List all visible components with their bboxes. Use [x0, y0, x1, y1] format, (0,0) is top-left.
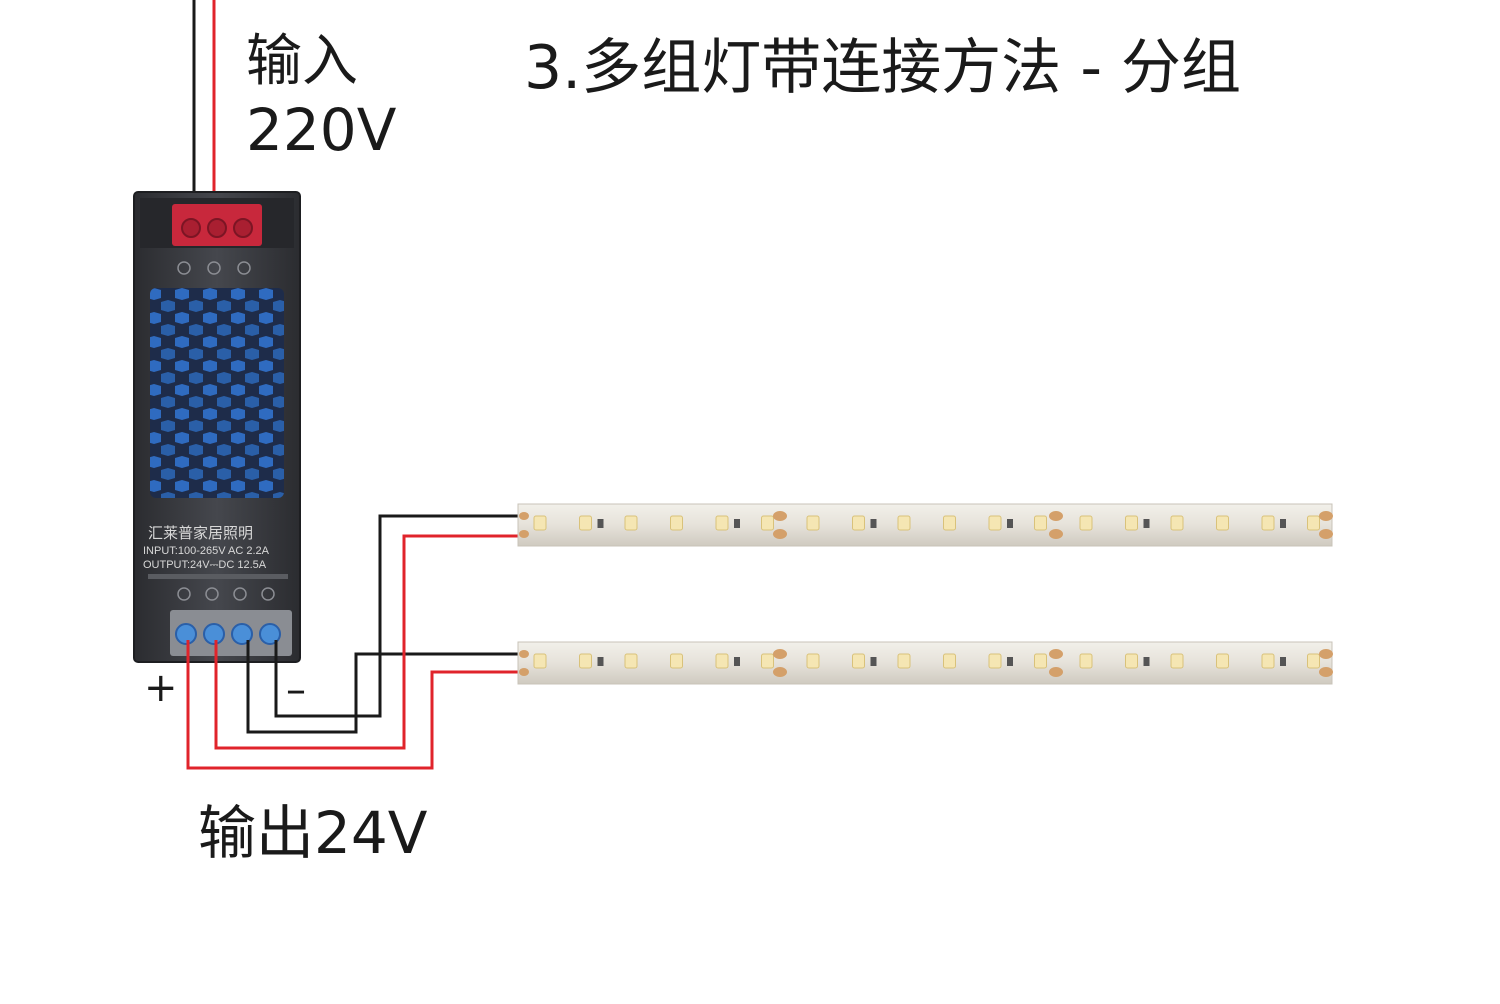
led-chip — [897, 653, 911, 669]
psu-output-spec: OUTPUT:24V⎓DC 12.5A — [143, 559, 267, 571]
diagram-title: 3.多组灯带连接方法 - 分组 — [524, 33, 1242, 103]
solder-pad — [519, 668, 529, 676]
cut-pad — [1049, 667, 1063, 677]
input-terminal-screw — [233, 218, 253, 238]
led-chip — [533, 515, 547, 531]
cut-pad — [773, 649, 787, 659]
resistor — [1007, 657, 1013, 666]
led-chip — [1079, 515, 1093, 531]
led-chip — [988, 515, 1002, 531]
cut-pad — [773, 529, 787, 539]
psu-brand: 汇莱普家居照明 — [148, 525, 253, 542]
led-chip — [670, 515, 683, 531]
solder-pad — [519, 512, 529, 520]
led-chip — [1125, 653, 1138, 669]
led-chip — [1125, 515, 1138, 531]
input-wires — [192, 0, 216, 222]
resistor — [1280, 519, 1286, 528]
led-chip — [1307, 515, 1320, 531]
led-chip — [761, 515, 774, 531]
led-chip — [806, 653, 820, 669]
negative-wire-strip-1 — [274, 514, 520, 718]
led-chip — [806, 515, 820, 531]
output-terminal-screw — [203, 623, 225, 645]
input-terminal-screw — [181, 218, 201, 238]
led-chip — [1079, 653, 1093, 669]
output-terminal-block — [170, 610, 292, 656]
led-strips — [517, 503, 1333, 685]
positive-wire-strip-1 — [214, 534, 520, 750]
resistor — [734, 657, 740, 666]
led-chip — [624, 653, 638, 669]
resistor — [1007, 519, 1013, 528]
power-supply: 汇莱普家居照明 INPUT:100-265V AC 2.2A OUTPUT:24… — [133, 191, 301, 663]
positive-label: + — [144, 665, 178, 711]
output-terminal-screw — [175, 623, 197, 645]
led-chip — [1216, 653, 1229, 669]
resistor — [870, 519, 877, 528]
output-terminal-screw — [231, 623, 253, 645]
led-chip — [1307, 653, 1320, 669]
negative-wire-strip-2 — [246, 640, 520, 734]
led-chip — [579, 515, 592, 531]
led-chip — [1261, 653, 1275, 669]
resistor — [1143, 519, 1150, 528]
led-chip — [852, 515, 865, 531]
led-chip — [533, 653, 547, 669]
psu-input-spec: INPUT:100-265V AC 2.2A — [143, 545, 270, 557]
resistor — [734, 519, 740, 528]
resistor — [1143, 657, 1150, 666]
solder-pad — [519, 650, 529, 658]
output-terminal-screw — [259, 623, 281, 645]
cut-pad — [773, 511, 787, 521]
resistor — [1280, 657, 1286, 666]
input-label-line1: 输入 — [246, 29, 358, 94]
output-wires — [186, 514, 520, 770]
led-chip — [943, 515, 956, 531]
cut-pad — [1319, 649, 1333, 659]
led-chip — [670, 653, 683, 669]
output-voltage-label: 输出24V — [198, 799, 428, 867]
led-chip — [1170, 515, 1184, 531]
resistor — [597, 657, 604, 666]
led-chip — [579, 653, 592, 669]
cut-pad — [1049, 529, 1063, 539]
psu-vent — [150, 288, 284, 498]
cut-pad — [1319, 511, 1333, 521]
led-strip — [517, 641, 1333, 685]
resistor — [870, 657, 877, 666]
resistor — [597, 519, 604, 528]
led-chip — [1034, 653, 1047, 669]
led-chip — [897, 515, 911, 531]
led-chip — [761, 653, 774, 669]
cut-pad — [773, 667, 787, 677]
led-chip — [988, 653, 1002, 669]
led-chip — [1216, 515, 1229, 531]
positive-wire-strip-2 — [186, 640, 520, 770]
led-chip — [1034, 515, 1047, 531]
solder-pad — [519, 530, 529, 538]
led-chip — [943, 653, 956, 669]
input-voltage-label: 220V — [246, 96, 397, 164]
led-chip — [715, 653, 729, 669]
led-strip — [517, 503, 1333, 547]
cut-pad — [1319, 667, 1333, 677]
led-chip — [1261, 515, 1275, 531]
cut-pad — [1049, 649, 1063, 659]
cut-pad — [1319, 529, 1333, 539]
led-chip — [852, 653, 865, 669]
negative-label: – — [286, 667, 306, 713]
cut-pad — [1049, 511, 1063, 521]
input-terminal-screw — [207, 218, 227, 238]
led-chip — [1170, 653, 1184, 669]
led-chip — [624, 515, 638, 531]
led-chip — [715, 515, 729, 531]
